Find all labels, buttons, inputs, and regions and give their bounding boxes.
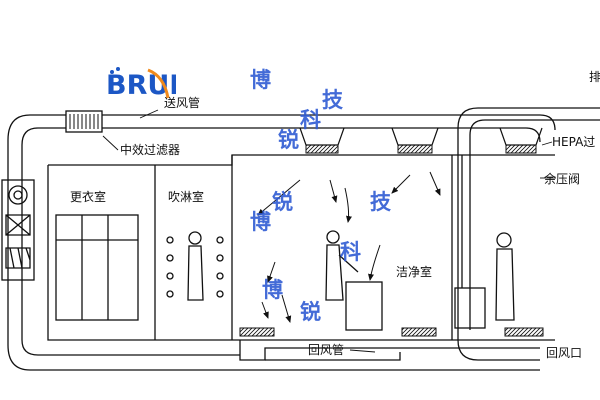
watermark-char: 博 bbox=[250, 67, 271, 92]
airflow-arrows bbox=[257, 171, 441, 323]
watermark-char: 博 bbox=[250, 209, 271, 234]
clean-room-label: 洁净室 bbox=[396, 265, 433, 279]
hepa-filters bbox=[299, 127, 543, 154]
exhaust-label: 排 bbox=[589, 70, 600, 84]
supply-duct-label: 送风管 bbox=[164, 96, 201, 110]
fan-unit bbox=[1, 179, 35, 281]
changing-room-label: 更衣室 bbox=[70, 190, 107, 204]
hepa-label: HEPA过 bbox=[552, 135, 596, 149]
medium-filter-unit bbox=[65, 110, 103, 133]
equipment-box bbox=[454, 287, 486, 329]
return-duct-label: 回风管 bbox=[308, 343, 345, 357]
watermark-char: 科 bbox=[340, 239, 361, 264]
supply-duct-inner-left bbox=[21, 127, 240, 356]
watermark-char: 锐 bbox=[272, 189, 293, 214]
supply-duct-outer-top bbox=[30, 114, 556, 131]
air-shower-label: 吹淋室 bbox=[168, 190, 205, 204]
leader-lines bbox=[102, 109, 556, 353]
person-clean-room bbox=[325, 230, 359, 301]
return-duct-mid bbox=[265, 352, 401, 361]
person-air-shower bbox=[187, 231, 204, 301]
supply-duct-outer-left bbox=[7, 114, 540, 371]
building-floor bbox=[47, 165, 555, 341]
watermark-char: 科 bbox=[300, 107, 321, 132]
right-exhaust-duct-outer bbox=[457, 107, 600, 361]
workbench bbox=[345, 281, 383, 331]
return-duct-top bbox=[239, 340, 540, 361]
locker-bank bbox=[55, 214, 139, 321]
watermark-char: 技 bbox=[370, 189, 391, 214]
medium-filter-label: 中效过滤器 bbox=[120, 143, 181, 157]
watermark-char: 锐 bbox=[300, 299, 321, 324]
relief-valve-label: 余压阀 bbox=[544, 172, 581, 186]
watermark-char: 博 bbox=[262, 277, 283, 302]
right-exhaust-duct-inner bbox=[469, 119, 600, 330]
person-right bbox=[495, 232, 515, 321]
watermark-char: 技 bbox=[322, 87, 343, 112]
brui-logo-icon: BRUI bbox=[104, 64, 176, 102]
air-shower-nozzles bbox=[166, 236, 224, 298]
return-grilles bbox=[239, 327, 544, 337]
return-outlet-label: 回风口 bbox=[546, 346, 583, 360]
supply-duct-inner-top bbox=[38, 127, 541, 143]
watermark-char: 锐 bbox=[278, 127, 299, 152]
